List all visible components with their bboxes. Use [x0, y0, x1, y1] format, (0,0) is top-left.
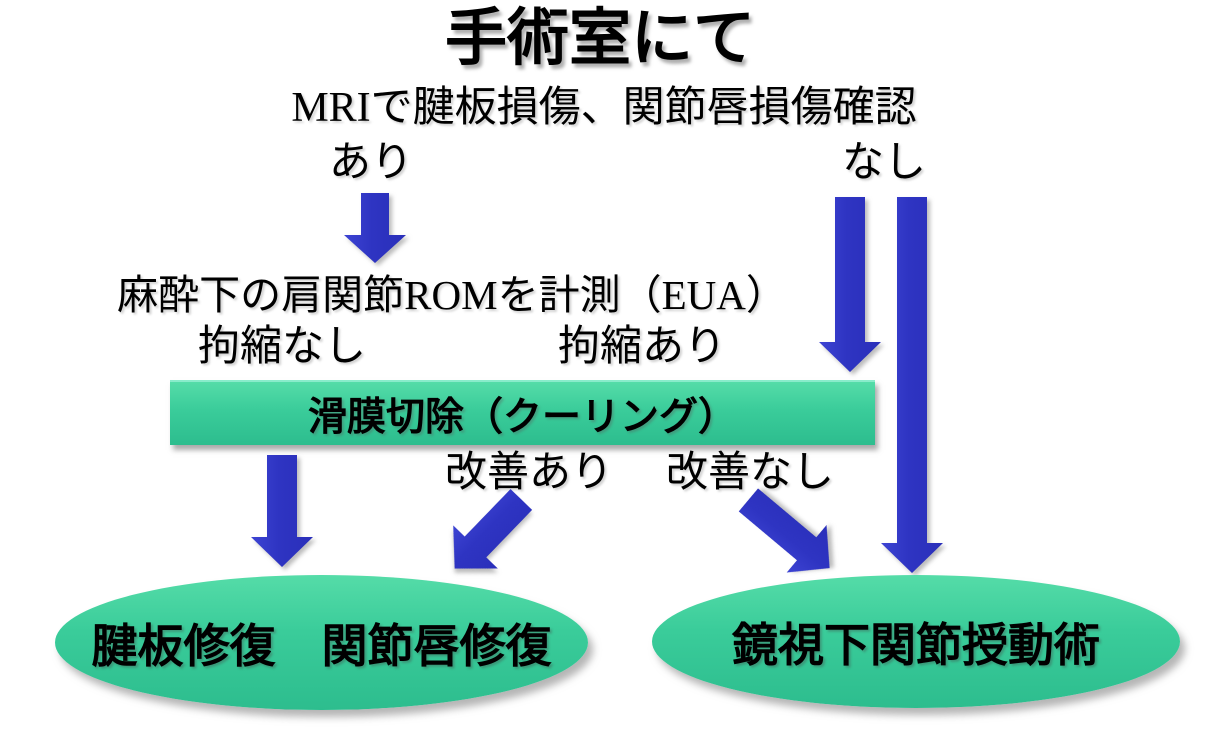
branch-label-mri-absent: なし: [841, 138, 927, 185]
outcome-mobilization-label: 鏡視下関節授動術: [732, 618, 1100, 671]
outcome-repair-label: 腱板修復 関節唇修復: [91, 619, 552, 672]
diagonal-arrow-improvement-yes-icon: [453, 489, 533, 569]
branch-label-contracture-present: 拘縮あり: [557, 322, 727, 369]
branch-label-improvement-yes: 改善あり: [444, 448, 614, 495]
synovectomy-bar-label: 滑膜切除（クーリング）: [307, 395, 737, 439]
down-arrow-mri-absent-to-outcome-icon: [881, 197, 943, 573]
branch-label-contracture-none: 拘縮なし: [197, 322, 367, 369]
mri-check-label: MRIで腱板損傷、関節唇損傷確認: [291, 85, 917, 131]
outcome-ellipse-repair: 腱板修復 関節唇修復: [55, 575, 588, 710]
eua-measurement-label: 麻酔下の肩関節ROMを計測（EUA）: [117, 272, 787, 318]
diagonal-arrow-improvement-no-icon: [738, 488, 830, 573]
branch-label-mri-present: あり: [328, 138, 414, 185]
page-title: 手術室にて: [444, 4, 756, 73]
outcome-ellipse-mobilization: 鏡視下関節授動術: [652, 575, 1180, 708]
down-arrow-no-contracture-icon: [251, 455, 313, 567]
synovectomy-bar: 滑膜切除（クーリング）: [170, 380, 875, 445]
branch-label-improvement-no: 改善なし: [665, 448, 835, 495]
down-arrow-mri-absent-to-bar-icon: [819, 197, 881, 372]
down-arrow-mri-present-icon: [344, 193, 406, 263]
